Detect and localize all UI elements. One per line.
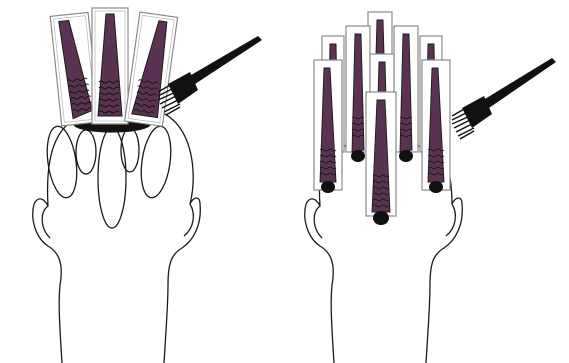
right-illustration [305, 12, 556, 363]
brush-handle [480, 58, 556, 110]
left-head [33, 102, 201, 363]
foil [422, 60, 450, 193]
foil [314, 60, 342, 193]
left-foils [50, 8, 177, 126]
foil [394, 26, 418, 162]
brush-handle [186, 36, 262, 86]
foil [92, 8, 128, 124]
left-illustration [33, 8, 262, 363]
left-head-outline [33, 102, 201, 363]
tint-brush-icon [452, 58, 556, 139]
foil [366, 92, 396, 225]
